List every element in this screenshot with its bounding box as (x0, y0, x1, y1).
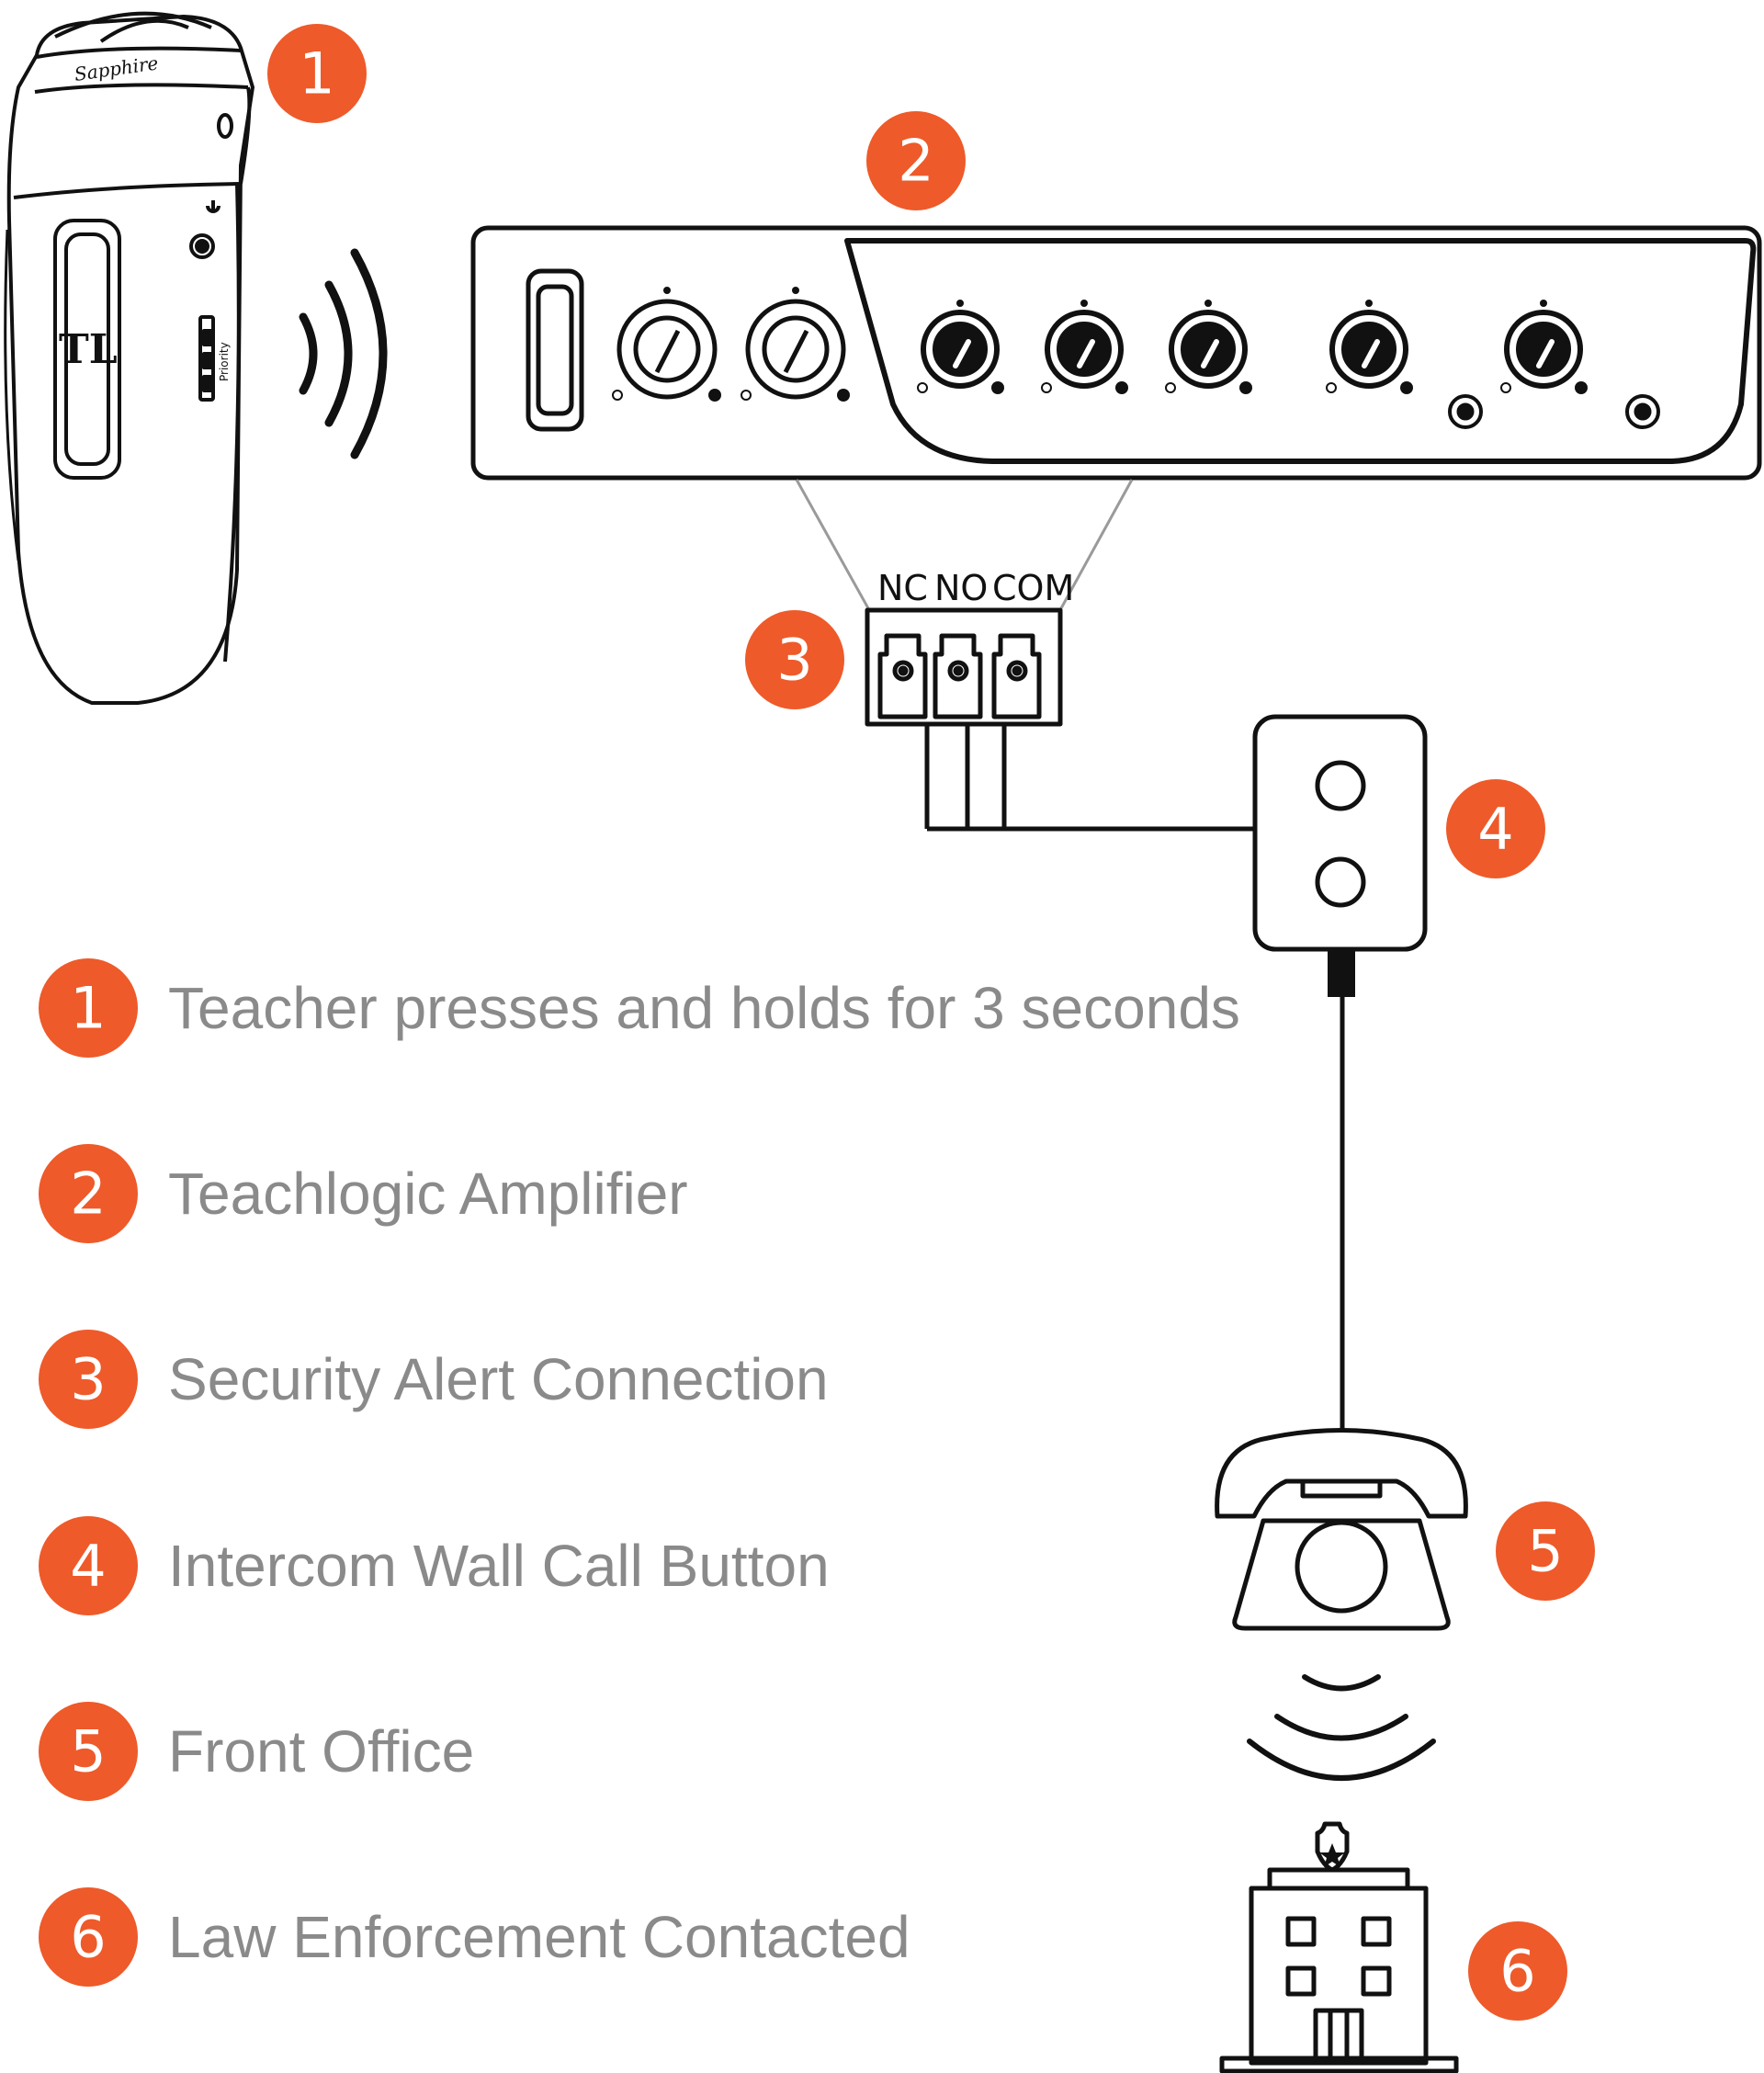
svg-text:6: 6 (1499, 1938, 1535, 2005)
terminal-block-icon (865, 607, 1063, 727)
mic-switch-label: Priority (218, 342, 231, 381)
legend-badge (39, 1516, 138, 1615)
mic-brand-label: Sapphire (73, 51, 159, 85)
cable-plug-icon (1328, 949, 1355, 997)
svg-text:1: 1 (299, 40, 334, 108)
wireless-microphone-icon (4, 11, 254, 705)
wireless-signal-icon (299, 248, 388, 459)
svg-text:3: 3 (70, 1346, 106, 1413)
phone-signal-icon (1247, 1674, 1436, 1781)
badge-1: 1 (267, 24, 367, 123)
legend-item-3: 3 Security Alert Connection (39, 1330, 829, 1429)
svg-text:6: 6 (70, 1904, 106, 1971)
svg-text:4: 4 (1477, 796, 1513, 863)
svg-text:1: 1 (70, 975, 106, 1042)
badge-4: 4 (1446, 779, 1545, 878)
audio-jack-icon (1448, 394, 1660, 429)
badge-6: 6 (1468, 1921, 1567, 2021)
legend-text: Security Alert Connection (168, 1346, 829, 1412)
legend-badge (39, 1887, 138, 1987)
telephone-icon (1215, 1428, 1468, 1631)
legend-item-1: 1 Teacher presses and holds for 3 second… (39, 958, 1240, 1058)
badge-3: 3 (745, 610, 844, 709)
star-badge-icon (1319, 1843, 1345, 1867)
legend-item-5: 5 Front Office (39, 1702, 474, 1801)
terminal-labels: NC NO COM (877, 568, 1074, 608)
legend-text: Teacher presses and holds for 3 seconds (168, 975, 1240, 1041)
amplifier-icon (470, 225, 1762, 481)
legend-text: Law Enforcement Contacted (168, 1904, 910, 1970)
knob-icon (616, 299, 846, 400)
legend-badge (39, 1144, 138, 1243)
svg-text:3: 3 (776, 627, 812, 694)
legend-badge (39, 958, 138, 1058)
connector-lines (795, 479, 1134, 609)
svg-text:5: 5 (70, 1718, 106, 1785)
terminal-label-com: COM (992, 568, 1074, 608)
knob-dark-icon (921, 310, 1583, 389)
legend-text: Front Office (168, 1718, 474, 1784)
legend-item-4: 4 Intercom Wall Call Button (39, 1516, 830, 1615)
diagram-badges: 1 2 3 4 5 6 (267, 24, 1595, 2021)
mic-logo-label: TL (59, 326, 118, 373)
call-button-icon (1252, 714, 1428, 952)
svg-text:4: 4 (70, 1533, 106, 1600)
terminal-label-nc: NC (877, 568, 928, 608)
legend-item-6: 6 Law Enforcement Contacted (39, 1887, 910, 1987)
legend-badge (39, 1702, 138, 1801)
legend: 1 Teacher presses and holds for 3 second… (39, 958, 1240, 1987)
legend-text: Intercom Wall Call Button (168, 1533, 830, 1599)
svg-text:2: 2 (70, 1161, 106, 1228)
amplifier-knobs (612, 287, 1660, 429)
badge-2: 2 (866, 111, 966, 210)
legend-text: Teachlogic Amplifier (168, 1161, 688, 1227)
svg-text:5: 5 (1527, 1518, 1563, 1585)
police-building-icon (1219, 1821, 1459, 2073)
svg-text:2: 2 (898, 128, 933, 195)
terminal-label-no: NO (934, 568, 988, 608)
badge-5: 5 (1496, 1501, 1595, 1601)
legend-badge (39, 1330, 138, 1429)
legend-item-2: 2 Teachlogic Amplifier (39, 1144, 688, 1243)
wires (924, 724, 1345, 1429)
